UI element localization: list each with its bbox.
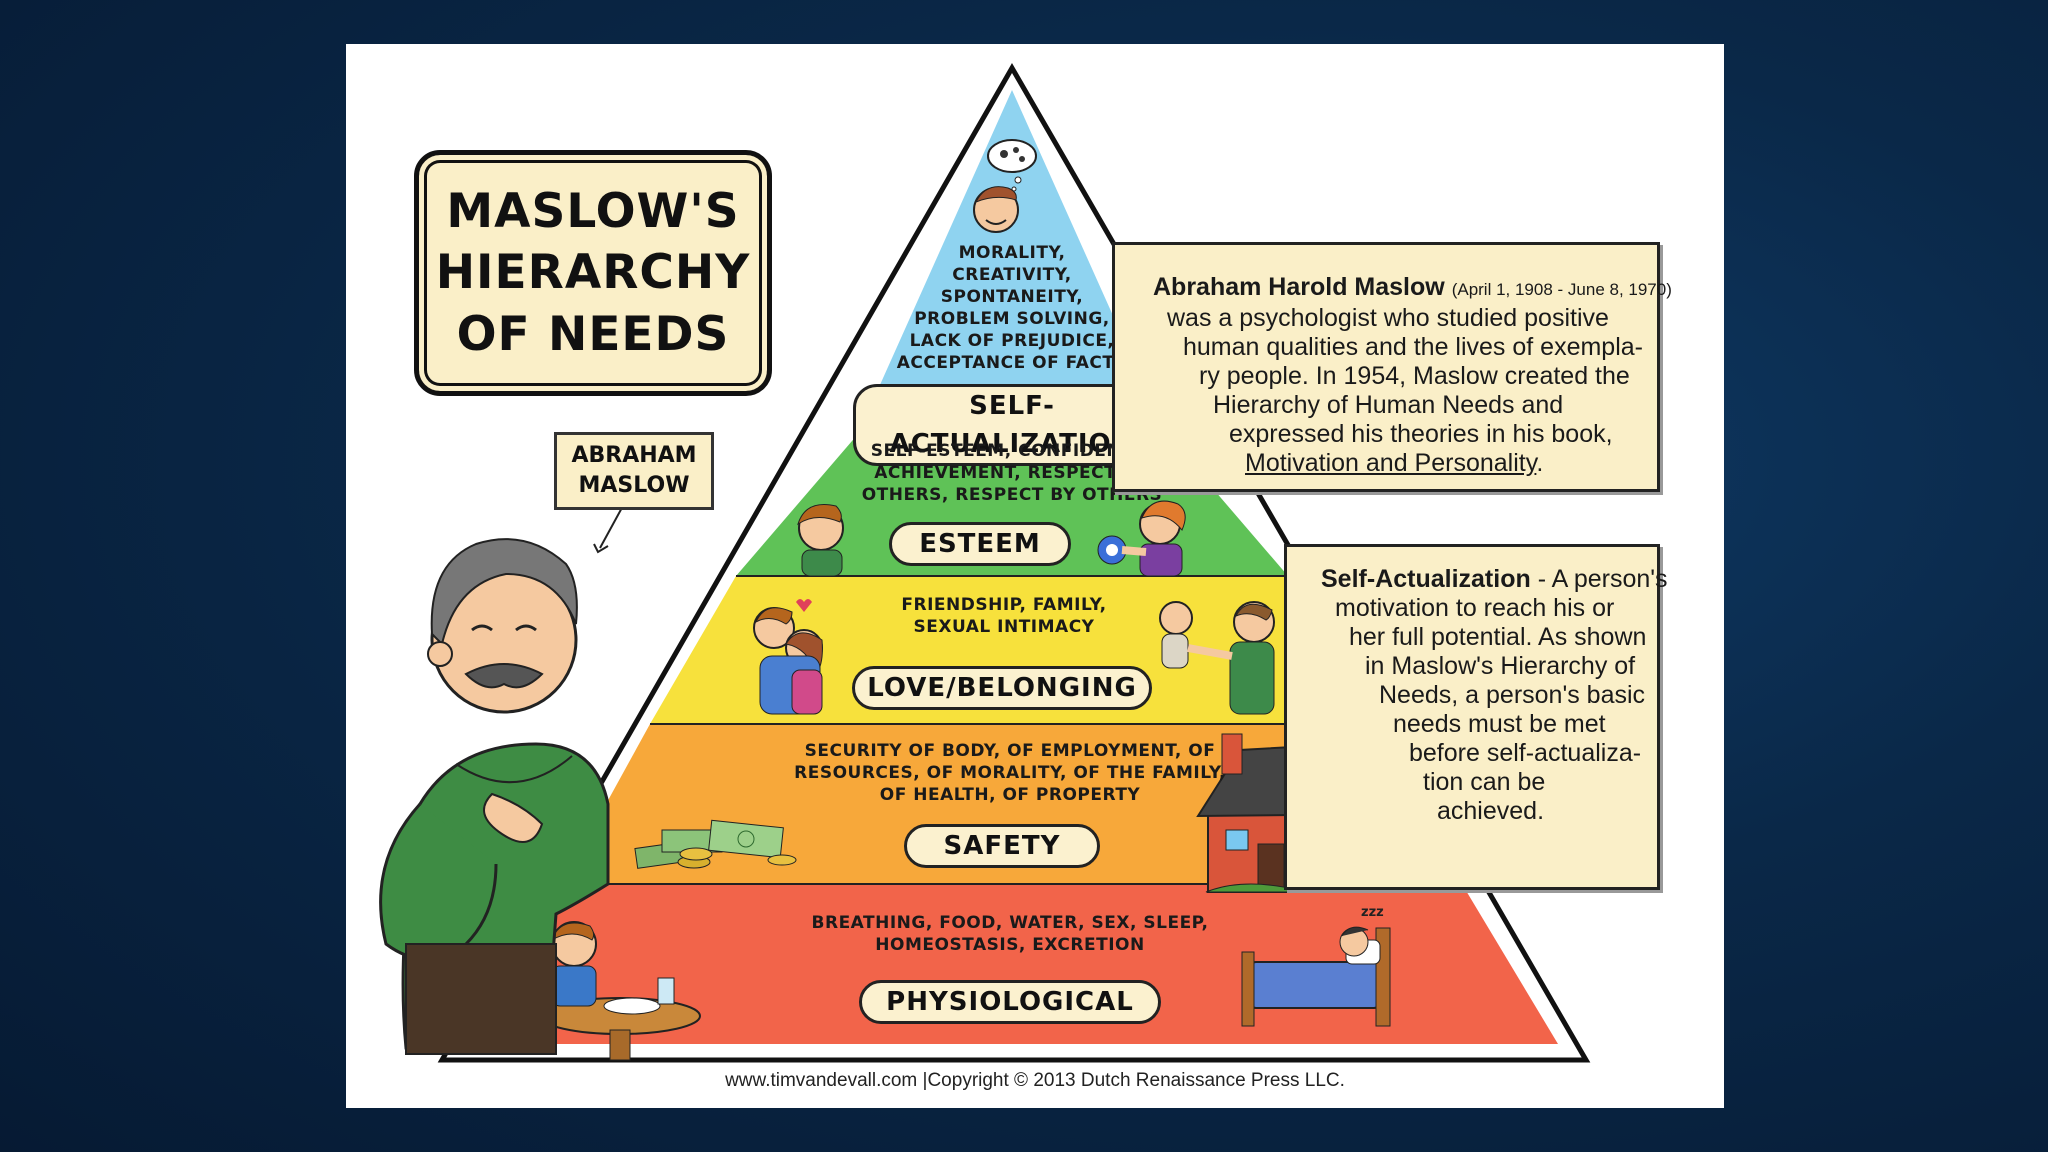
tier-safety-label: SAFETY: [904, 824, 1100, 868]
definition-line-2: her full potential. As shown: [1349, 623, 1647, 651]
child-with-ribbon-icon: [797, 500, 1186, 577]
infographic-card: zzz MASLOW'S HIERARCHY OF NEEDS ABRAHAM …: [346, 44, 1724, 1108]
definition-line-6: before self-actualiza-: [1409, 739, 1642, 767]
bio-line-4: Hierarchy of Human Needs and: [1213, 391, 1564, 419]
parent-with-baby-icon: [1159, 601, 1275, 715]
definition-line-4: Needs, a person's basic: [1379, 681, 1646, 709]
page-title: MASLOW'S HIERARCHY OF NEEDS: [435, 184, 751, 362]
copyright-text: www.timvandevall.com |Copyright © 2013 D…: [725, 1070, 1345, 1091]
child-sleeping-bed-icon: [1241, 926, 1391, 1027]
definition-line-0: - A person's: [1530, 565, 1668, 593]
tier-physiological-label: PHYSIOLOGICAL: [859, 980, 1161, 1024]
title-box: MASLOW'S HIERARCHY OF NEEDS: [414, 150, 772, 396]
name-tag-text: ABRAHAM MASLOW: [571, 443, 697, 498]
book-title-link[interactable]: Motivation and Personality: [1245, 449, 1537, 477]
name-tag-pointer: [599, 503, 625, 549]
definition-term: Self-Actualization: [1321, 565, 1531, 593]
bio-line-3: ry people. In 1954, Maslow created the: [1199, 362, 1630, 390]
bio-name: Abraham Harold Maslow: [1153, 273, 1445, 301]
tier-physiological-description: BREATHING, FOOD, WATER, SEX, SLEEP, HOME…: [811, 913, 1209, 955]
tier-self-actualization-description: MORALITY, CREATIVITY, SPONTANEITY, PROBL…: [896, 243, 1128, 373]
hugging-couple-icon: [753, 599, 823, 715]
bio-line-2: human qualities and the lives of exempla…: [1183, 333, 1643, 361]
definition-line-5: needs must be met: [1393, 710, 1606, 738]
thinking-child-icon: [973, 139, 1037, 233]
definition-box: Self-Actualization - A person's motivati…: [1284, 544, 1668, 890]
sleep-zzz-text: zzz: [1361, 905, 1384, 920]
tier-love-belonging-band: [650, 576, 1374, 724]
tier-esteem-label: ESTEEM: [889, 522, 1071, 566]
definition-line-3: in Maslow's Hierarchy of: [1365, 652, 1636, 680]
definition-line-8: achieved.: [1437, 797, 1545, 825]
tier-safety-description: SECURITY OF BODY, OF EMPLOYMENT, OF RESO…: [794, 741, 1226, 805]
tier-love-belonging-label: LOVE/BELONGING: [852, 666, 1152, 710]
money-stack-icon: [634, 819, 797, 869]
bio-line-5: expressed his theories in his book,: [1229, 420, 1613, 448]
bio-box: Abraham Harold Maslow (April 1, 1908 - J…: [1112, 242, 1672, 492]
child-eating-icon: [539, 921, 701, 1061]
book-title-suffix: .: [1536, 449, 1544, 477]
tier-self-actualization-band: [858, 90, 1166, 434]
name-tag: ABRAHAM MASLOW: [554, 432, 714, 510]
definition-line-1: motivation to reach his or: [1335, 594, 1615, 622]
bio-line-1: was a psychologist who studied positive: [1167, 304, 1609, 332]
definition-line-7: tion can be: [1423, 768, 1546, 796]
bio-dates: (April 1, 1908 - June 8, 1970): [1451, 280, 1672, 299]
tier-love-belonging-description: FRIENDSHIP, FAMILY, SEXUAL INTIMACY: [901, 595, 1107, 637]
abraham-maslow-cartoon-icon: [379, 538, 610, 1055]
